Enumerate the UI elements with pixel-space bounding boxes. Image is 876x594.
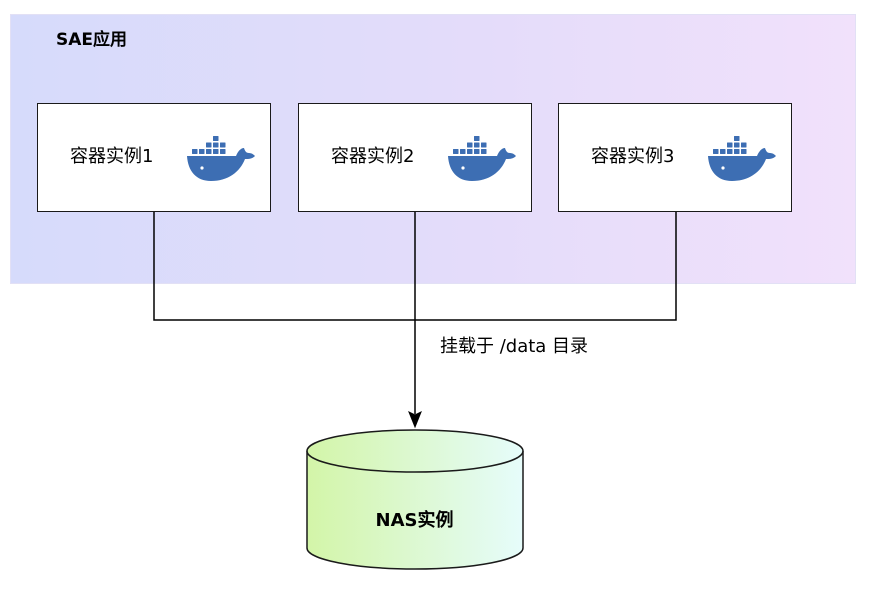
container-label: 容器实例2: [331, 146, 415, 167]
mount-label: 挂载于 /data 目录: [440, 336, 589, 357]
container-instance-3[interactable]: 容器实例3: [558, 103, 792, 212]
container-instance-2[interactable]: 容器实例2: [298, 103, 532, 212]
nas-label: NAS实例: [375, 510, 454, 531]
container-label: 容器实例1: [70, 146, 154, 167]
container-instance-1[interactable]: 容器实例1: [37, 103, 271, 212]
arrow-head-icon: [408, 410, 422, 429]
group-title: SAE应用: [56, 30, 128, 50]
container-label: 容器实例3: [591, 146, 675, 167]
